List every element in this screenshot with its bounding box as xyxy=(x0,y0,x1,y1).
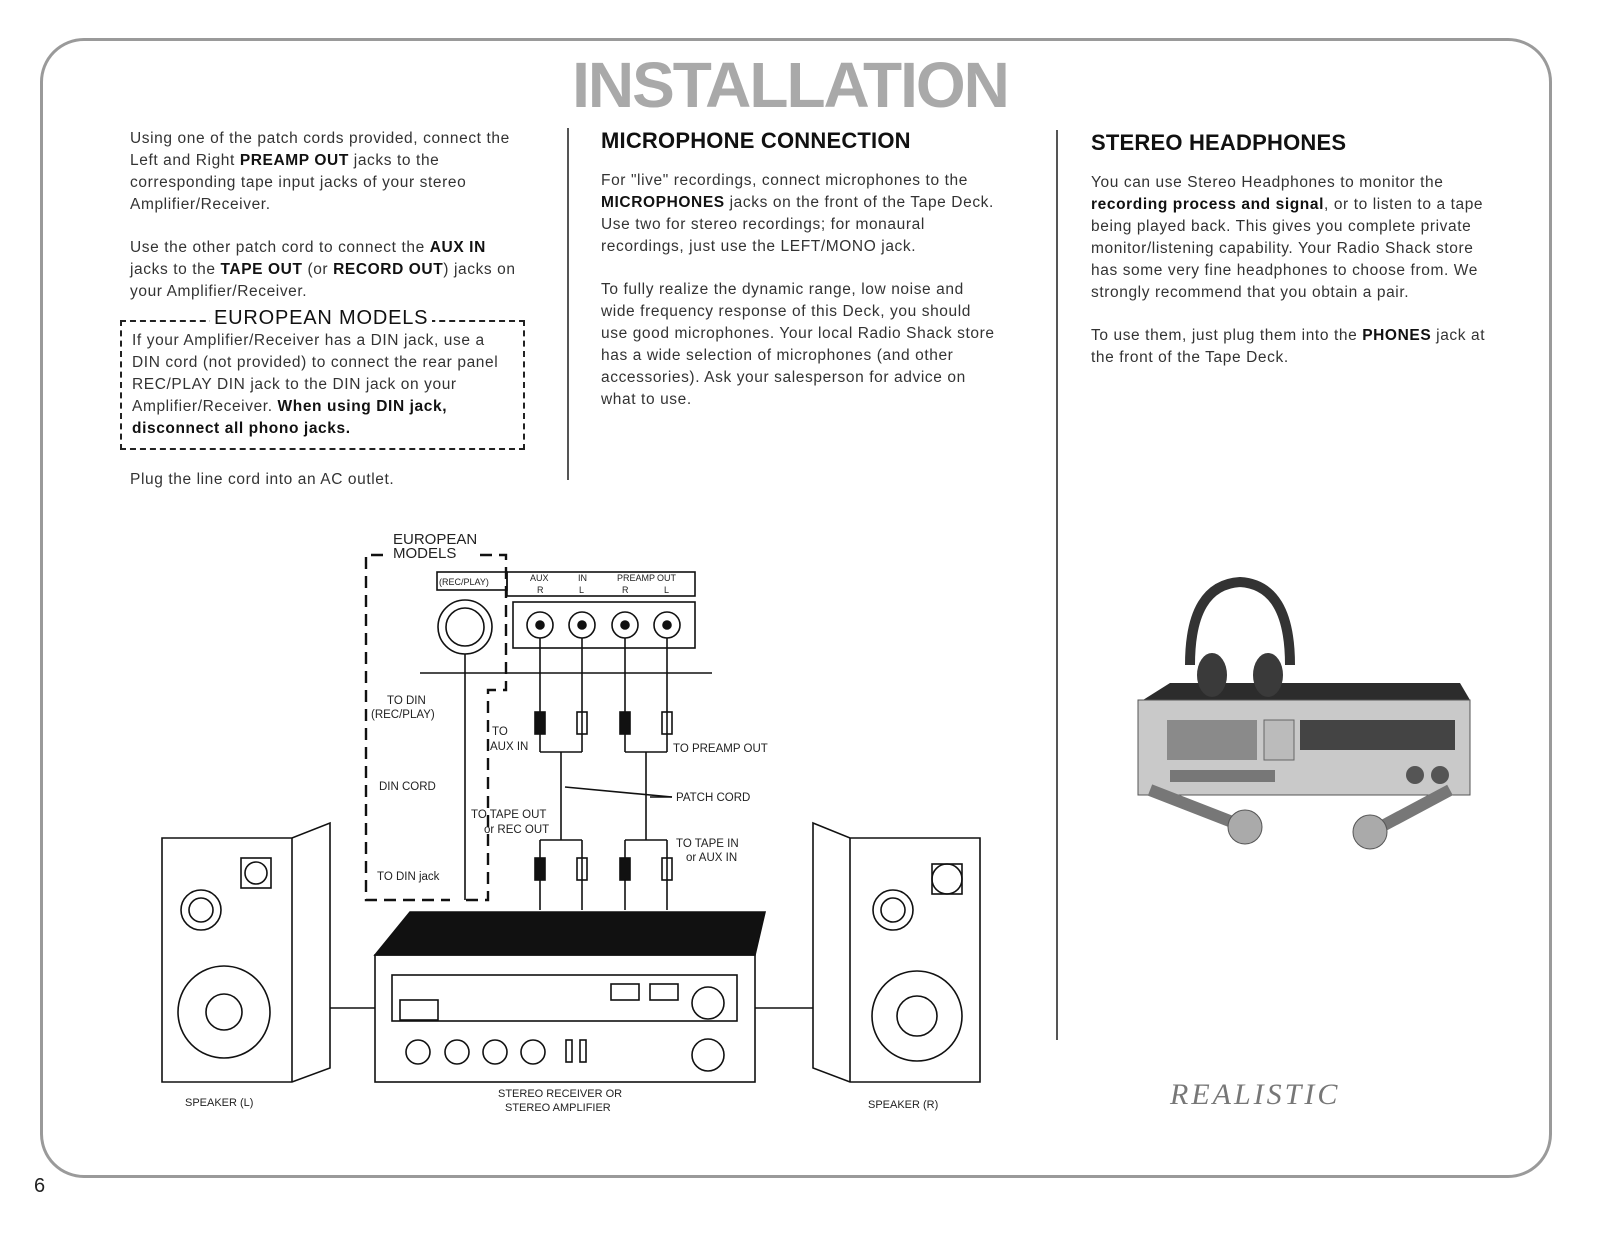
paragraph-headphones: You can use Stereo Headphones to monitor… xyxy=(1091,174,1484,301)
page-frame xyxy=(40,38,1552,1178)
label-to-din-rec: (REC/PLAY) xyxy=(371,709,435,721)
label-r: R xyxy=(537,585,544,595)
din-dashed-boundary xyxy=(364,553,450,902)
label-to-tape-in: TO TAPE IN xyxy=(676,838,739,850)
paragraph-line-cord: Plug the line cord into an AC outlet. xyxy=(130,471,395,488)
label-in: IN xyxy=(578,573,587,583)
rca-jack-panel xyxy=(512,601,696,649)
column-headphones: STEREO HEADPHONES You can use Stereo Hea… xyxy=(1091,132,1491,390)
rca-jack xyxy=(568,611,596,639)
label-to-tape-out: TO TAPE OUT xyxy=(471,809,546,821)
rca-jack xyxy=(611,611,639,639)
label-rec-out: or REC OUT xyxy=(484,824,549,836)
label-to-preamp-out: TO PREAMP OUT xyxy=(673,743,768,755)
headphones-icon xyxy=(1185,576,1295,666)
paragraph-phones-jack: To use them, just plug them into the PHO… xyxy=(1091,327,1486,366)
paragraph-mic-connect: For "live" recordings, connect microphon… xyxy=(601,172,994,255)
column-installation-text: Using one of the patch cords provided, c… xyxy=(120,128,525,512)
label-to-din: TO DIN xyxy=(387,695,426,707)
page-title: INSTALLATION xyxy=(572,49,1010,121)
label-aux: AUX xyxy=(530,573,549,583)
page-number: 6 xyxy=(34,1175,46,1197)
label-l: L xyxy=(664,585,669,595)
headphones-heading: STEREO HEADPHONES xyxy=(1091,130,1347,155)
rca-jack xyxy=(526,611,554,639)
label-din-cord: DIN CORD xyxy=(379,781,436,793)
microphone-heading: MICROPHONE CONNECTION xyxy=(601,128,911,153)
speaker-right xyxy=(812,821,981,1083)
label-receiver-1: STEREO RECEIVER OR xyxy=(498,1088,622,1100)
label-aux-in: AUX IN xyxy=(490,741,528,753)
label-euro-1: EUROPEAN xyxy=(393,531,477,548)
paragraph-aux: Use the other patch cord to connect the … xyxy=(130,239,516,300)
label-to: TO xyxy=(492,726,508,738)
microphone-icon xyxy=(1352,784,1453,850)
label-patch-cord: PATCH CORD xyxy=(676,792,750,804)
speaker-left xyxy=(161,821,331,1083)
rca-jack xyxy=(653,611,681,639)
column-microphone: MICROPHONE CONNECTION For "live" recordi… xyxy=(601,130,1001,432)
column-divider xyxy=(1056,130,1058,1040)
stereo-receiver xyxy=(374,954,756,1083)
label-l: L xyxy=(579,585,584,595)
jack-label-box xyxy=(506,571,696,597)
receiver-top xyxy=(373,911,767,956)
label-speaker-right: SPEAKER (R) xyxy=(868,1099,938,1111)
label-r: R xyxy=(622,585,629,595)
paragraph-mic-quality: To fully realize the dynamic range, low … xyxy=(601,281,995,408)
label-out: OUT xyxy=(657,573,677,583)
label-euro-2: MODELS xyxy=(393,545,456,562)
label-or-aux-in: or AUX IN xyxy=(686,852,737,864)
european-models-text: If your Amplifier/Receiver has a DIN jac… xyxy=(132,332,499,437)
microphone-icon xyxy=(1147,784,1263,845)
column-divider xyxy=(567,128,569,480)
label-rec-play: (REC/PLAY) xyxy=(439,577,489,587)
european-models-box: EUROPEAN MODELS If your Amplifier/Receiv… xyxy=(120,308,525,450)
tape-deck-photo xyxy=(1137,576,1471,850)
label-receiver-2: STEREO AMPLIFIER xyxy=(505,1102,611,1114)
realistic-logo: REALISTIC xyxy=(1170,1078,1341,1111)
label-speaker-left: SPEAKER (L) xyxy=(185,1097,253,1109)
label-preamp: PREAMP xyxy=(617,573,655,583)
label-to-din-jack: TO DIN jack xyxy=(377,871,440,883)
paragraph-preamp: Using one of the patch cords provided, c… xyxy=(130,130,510,213)
european-models-heading: EUROPEAN MODELS xyxy=(210,308,433,328)
